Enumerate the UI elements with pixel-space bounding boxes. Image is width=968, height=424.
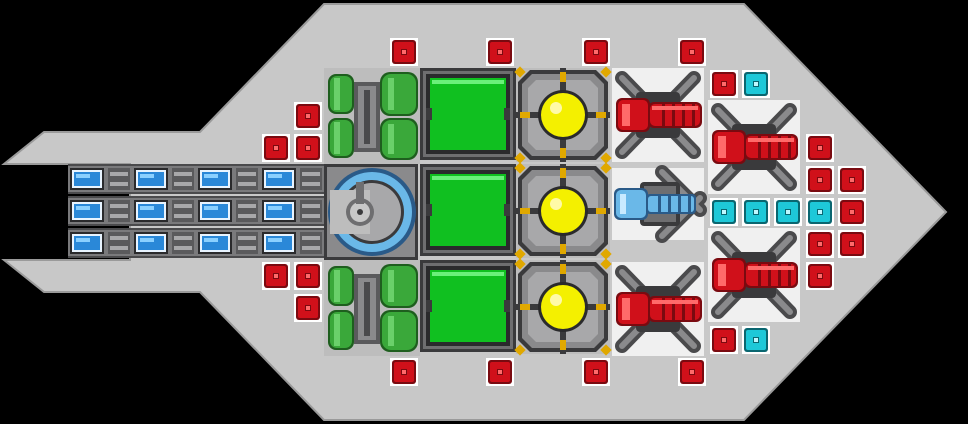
thruster-cell-icon[interactable] [132,164,196,194]
cockpit-dome-icon[interactable] [324,164,418,260]
thruster-cell-icon[interactable] [260,228,324,258]
green-panel-icon[interactable] [420,68,516,160]
red-armor-block-icon[interactable] [390,358,418,386]
cyan-armor-block-icon[interactable] [710,198,738,226]
cyan-armor-block-icon[interactable] [742,198,770,226]
red-armor-block-icon[interactable] [710,70,738,98]
blue-railgun-icon[interactable] [612,168,704,240]
thruster-bank [68,164,324,258]
thruster-cell-icon[interactable] [196,164,260,194]
cyan-armor-block-icon[interactable] [806,198,834,226]
red-armor-block-icon[interactable] [678,38,706,66]
red-armor-block-icon[interactable] [294,294,322,322]
yellow-core-icon[interactable] [514,162,612,260]
red-armor-block-icon[interactable] [262,262,290,290]
red-cannon-icon[interactable] [708,228,800,322]
thruster-cell-icon[interactable] [132,228,196,258]
thruster-cell-icon[interactable] [68,228,132,258]
yellow-core-icon[interactable] [514,66,612,164]
cyan-armor-block-icon[interactable] [742,326,770,354]
cyan-armor-block-icon[interactable] [774,198,802,226]
red-armor-block-icon[interactable] [262,134,290,162]
thruster-cell-icon[interactable] [196,228,260,258]
green-panel-icon[interactable] [420,164,516,256]
thruster-cell-icon[interactable] [260,164,324,194]
red-cannon-icon[interactable] [612,262,704,356]
red-armor-block-icon[interactable] [806,166,834,194]
thruster-cell-icon[interactable] [132,196,196,226]
thruster-cell-icon[interactable] [68,196,132,226]
red-armor-block-icon[interactable] [486,358,514,386]
red-armor-block-icon[interactable] [582,358,610,386]
red-armor-block-icon[interactable] [838,166,866,194]
battery-pack-icon[interactable] [324,68,420,164]
red-armor-block-icon[interactable] [294,134,322,162]
red-armor-block-icon[interactable] [806,134,834,162]
red-armor-block-icon[interactable] [294,262,322,290]
cyan-armor-block-icon[interactable] [742,70,770,98]
red-armor-block-icon[interactable] [582,38,610,66]
red-armor-block-icon[interactable] [294,102,322,130]
red-armor-block-icon[interactable] [678,358,706,386]
red-cannon-icon[interactable] [612,68,704,162]
red-armor-block-icon[interactable] [390,38,418,66]
red-armor-block-icon[interactable] [806,262,834,290]
red-armor-block-icon[interactable] [838,198,866,226]
red-armor-block-icon[interactable] [838,230,866,258]
red-armor-block-icon[interactable] [486,38,514,66]
green-panel-icon[interactable] [420,260,516,352]
yellow-core-icon[interactable] [514,258,612,356]
red-armor-block-icon[interactable] [806,230,834,258]
red-cannon-icon[interactable] [708,100,800,194]
battery-pack-icon[interactable] [324,260,420,356]
thruster-cell-icon[interactable] [260,196,324,226]
thruster-cell-icon[interactable] [196,196,260,226]
red-armor-block-icon[interactable] [710,326,738,354]
thruster-cell-icon[interactable] [68,164,132,194]
